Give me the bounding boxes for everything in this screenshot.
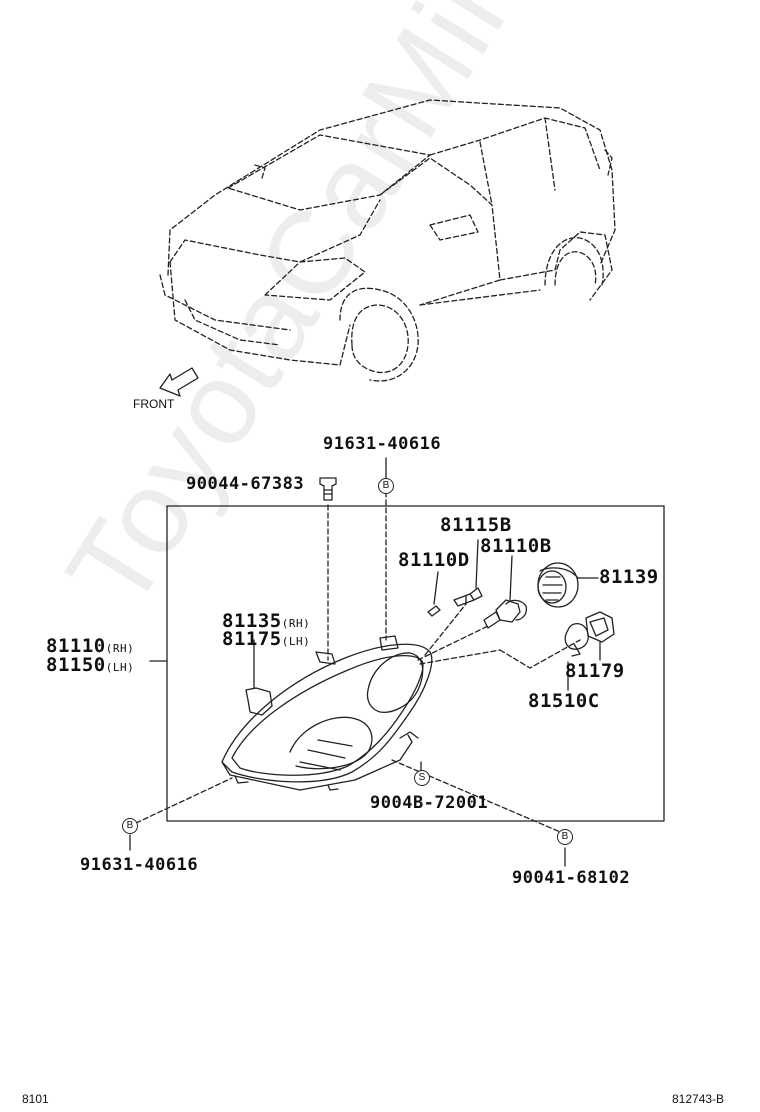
bulb-81110b — [483, 599, 528, 629]
front-arrow-icon — [159, 367, 199, 397]
part-81175-side: (LH) — [281, 635, 311, 648]
part-81175: 81175(LH) — [222, 630, 310, 649]
front-label: FRONT — [133, 397, 175, 411]
cover-81139 — [537, 562, 579, 608]
part-90044: 90044-67383 — [186, 474, 305, 494]
part-81135-number: 81135 — [222, 610, 282, 632]
footer-right: 812743-B — [672, 1092, 725, 1106]
headlamp-assembly — [221, 635, 433, 791]
part-81179: 81179 — [565, 660, 625, 682]
part-81110b: 81110B — [480, 535, 552, 557]
bulb-81510c — [564, 623, 589, 657]
bulb-81115b — [453, 587, 483, 607]
part-81110: 81110(RH) — [46, 637, 134, 656]
part-81150: 81150(LH) — [46, 656, 134, 675]
part-81150-number: 81150 — [46, 654, 106, 676]
parts-frame — [166, 505, 665, 822]
part-81175-number: 81175 — [222, 628, 282, 650]
part-90041: 90041-68102 — [512, 868, 631, 888]
part-81110-side: (RH) — [105, 642, 135, 655]
part-81150-side: (LH) — [105, 661, 135, 674]
part-81139: 81139 — [599, 566, 659, 588]
part-91631-top: 91631-40616 — [323, 434, 442, 454]
marker-s: S — [414, 770, 430, 786]
marker-b-top: B — [378, 478, 394, 494]
part-81135-side: (RH) — [281, 617, 311, 630]
part-9004b: 9004B-72001 — [370, 793, 489, 813]
part-81110d: 81110D — [398, 549, 470, 571]
part-81115b: 81115B — [440, 514, 512, 536]
part-81110-number: 81110 — [46, 635, 106, 657]
socket-81179 — [585, 611, 615, 643]
part-81135: 81135(RH) — [222, 612, 310, 631]
part-81510c: 81510C — [528, 690, 600, 712]
marker-b-right: B — [557, 829, 573, 845]
marker-b-left: B — [122, 818, 138, 834]
bulb-81110d — [427, 605, 441, 617]
part-91631-bottom: 91631-40616 — [80, 855, 199, 875]
bolt-90044 — [319, 477, 337, 501]
footer-left: 8101 — [22, 1092, 49, 1106]
vehicle-illustration — [159, 99, 616, 382]
